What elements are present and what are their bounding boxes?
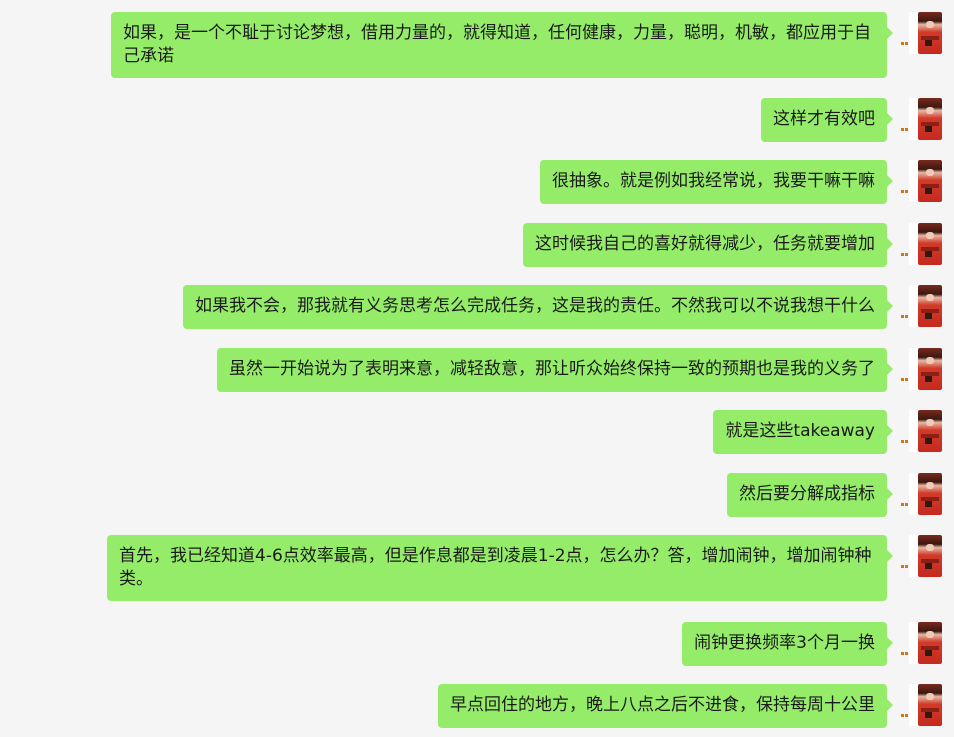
message-text: 如果我不会，那我就有义务思考怎么完成任务，这是我的责任。不然我可以不说我想干什么 — [195, 296, 875, 316]
user-avatar[interactable] — [918, 285, 942, 327]
message-text: 这时候我自己的喜好就得减少，任务就要增加 — [535, 234, 875, 254]
sending-dots-icon — [901, 378, 913, 382]
message-bubble[interactable]: 这样才有效吧 — [761, 98, 893, 142]
message-bubble[interactable]: 然后要分解成指标 — [727, 473, 893, 517]
user-avatar[interactable] — [918, 348, 942, 390]
message-text: 虽然一开始说为了表明来意，减轻敌意，那让听众始终保持一致的预期也是我的义务了 — [229, 359, 875, 379]
sending-dots-icon — [901, 714, 913, 718]
message-bubble[interactable]: 首先，我已经知道4-6点效率最高，但是作息都是到凌晨1-2点，怎么办？答，增加闹… — [107, 535, 893, 601]
user-avatar[interactable] — [918, 473, 942, 515]
message-bubble[interactable]: 这时候我自己的喜好就得减少，任务就要增加 — [523, 223, 893, 267]
sending-dots-icon — [901, 128, 913, 132]
message-text: 这样才有效吧 — [773, 109, 875, 129]
message-text: 然后要分解成指标 — [739, 484, 875, 504]
message-row: 就是这些takeaway — [0, 410, 954, 454]
sending-dots-icon — [901, 190, 913, 194]
message-bubble[interactable]: 闹钟更换频率3个月一换 — [682, 622, 893, 666]
user-avatar[interactable] — [918, 535, 942, 577]
message-text: 首先，我已经知道4-6点效率最高，但是作息都是到凌晨1-2点，怎么办？答，增加闹… — [119, 546, 872, 589]
message-row: 这样才有效吧 — [0, 98, 954, 142]
user-avatar[interactable] — [918, 223, 942, 265]
message-bubble[interactable]: 就是这些takeaway — [713, 410, 893, 454]
message-text: 闹钟更换频率3个月一换 — [694, 633, 875, 653]
message-row: 首先，我已经知道4-6点效率最高，但是作息都是到凌晨1-2点，怎么办？答，增加闹… — [0, 535, 954, 601]
message-bubble[interactable]: 早点回住的地方，晚上八点之后不进食，保持每周十公里 — [438, 684, 893, 728]
message-text: 就是这些takeaway — [725, 421, 875, 441]
message-row: 这时候我自己的喜好就得减少，任务就要增加 — [0, 223, 954, 267]
message-bubble[interactable]: 很抽象。就是例如我经常说，我要干嘛干嘛 — [540, 160, 893, 204]
message-row: 虽然一开始说为了表明来意，减轻敌意，那让听众始终保持一致的预期也是我的义务了 — [0, 348, 954, 392]
message-row: 很抽象。就是例如我经常说，我要干嘛干嘛 — [0, 160, 954, 204]
sending-dots-icon — [901, 253, 913, 257]
user-avatar[interactable] — [918, 410, 942, 452]
message-row: 如果我不会，那我就有义务思考怎么完成任务，这是我的责任。不然我可以不说我想干什么 — [0, 285, 954, 329]
message-bubble[interactable]: 虽然一开始说为了表明来意，减轻敌意，那让听众始终保持一致的预期也是我的义务了 — [217, 348, 893, 392]
message-bubble[interactable]: 如果我不会，那我就有义务思考怎么完成任务，这是我的责任。不然我可以不说我想干什么 — [183, 285, 893, 329]
message-text: 早点回住的地方，晚上八点之后不进食，保持每周十公里 — [450, 695, 875, 715]
message-row: 如果，是一个不耻于讨论梦想，借用力量的，就得知道，任何健康，力量，聪明，机敏，都… — [0, 12, 954, 78]
message-text: 如果，是一个不耻于讨论梦想，借用力量的，就得知道，任何健康，力量，聪明，机敏，都… — [123, 23, 871, 66]
message-row: 闹钟更换频率3个月一换 — [0, 622, 954, 666]
user-avatar[interactable] — [918, 98, 942, 140]
message-row: 然后要分解成指标 — [0, 473, 954, 517]
user-avatar[interactable] — [918, 160, 942, 202]
sending-dots-icon — [901, 440, 913, 444]
message-text: 很抽象。就是例如我经常说，我要干嘛干嘛 — [552, 171, 875, 191]
sending-dots-icon — [901, 315, 913, 319]
sending-dots-icon — [901, 652, 913, 656]
user-avatar[interactable] — [918, 12, 942, 54]
sending-dots-icon — [901, 42, 913, 46]
user-avatar[interactable] — [918, 622, 942, 664]
message-bubble[interactable]: 如果，是一个不耻于讨论梦想，借用力量的，就得知道，任何健康，力量，聪明，机敏，都… — [111, 12, 893, 78]
message-row: 早点回住的地方，晚上八点之后不进食，保持每周十公里 — [0, 684, 954, 728]
sending-dots-icon — [901, 565, 913, 569]
user-avatar[interactable] — [918, 684, 942, 726]
sending-dots-icon — [901, 503, 913, 507]
